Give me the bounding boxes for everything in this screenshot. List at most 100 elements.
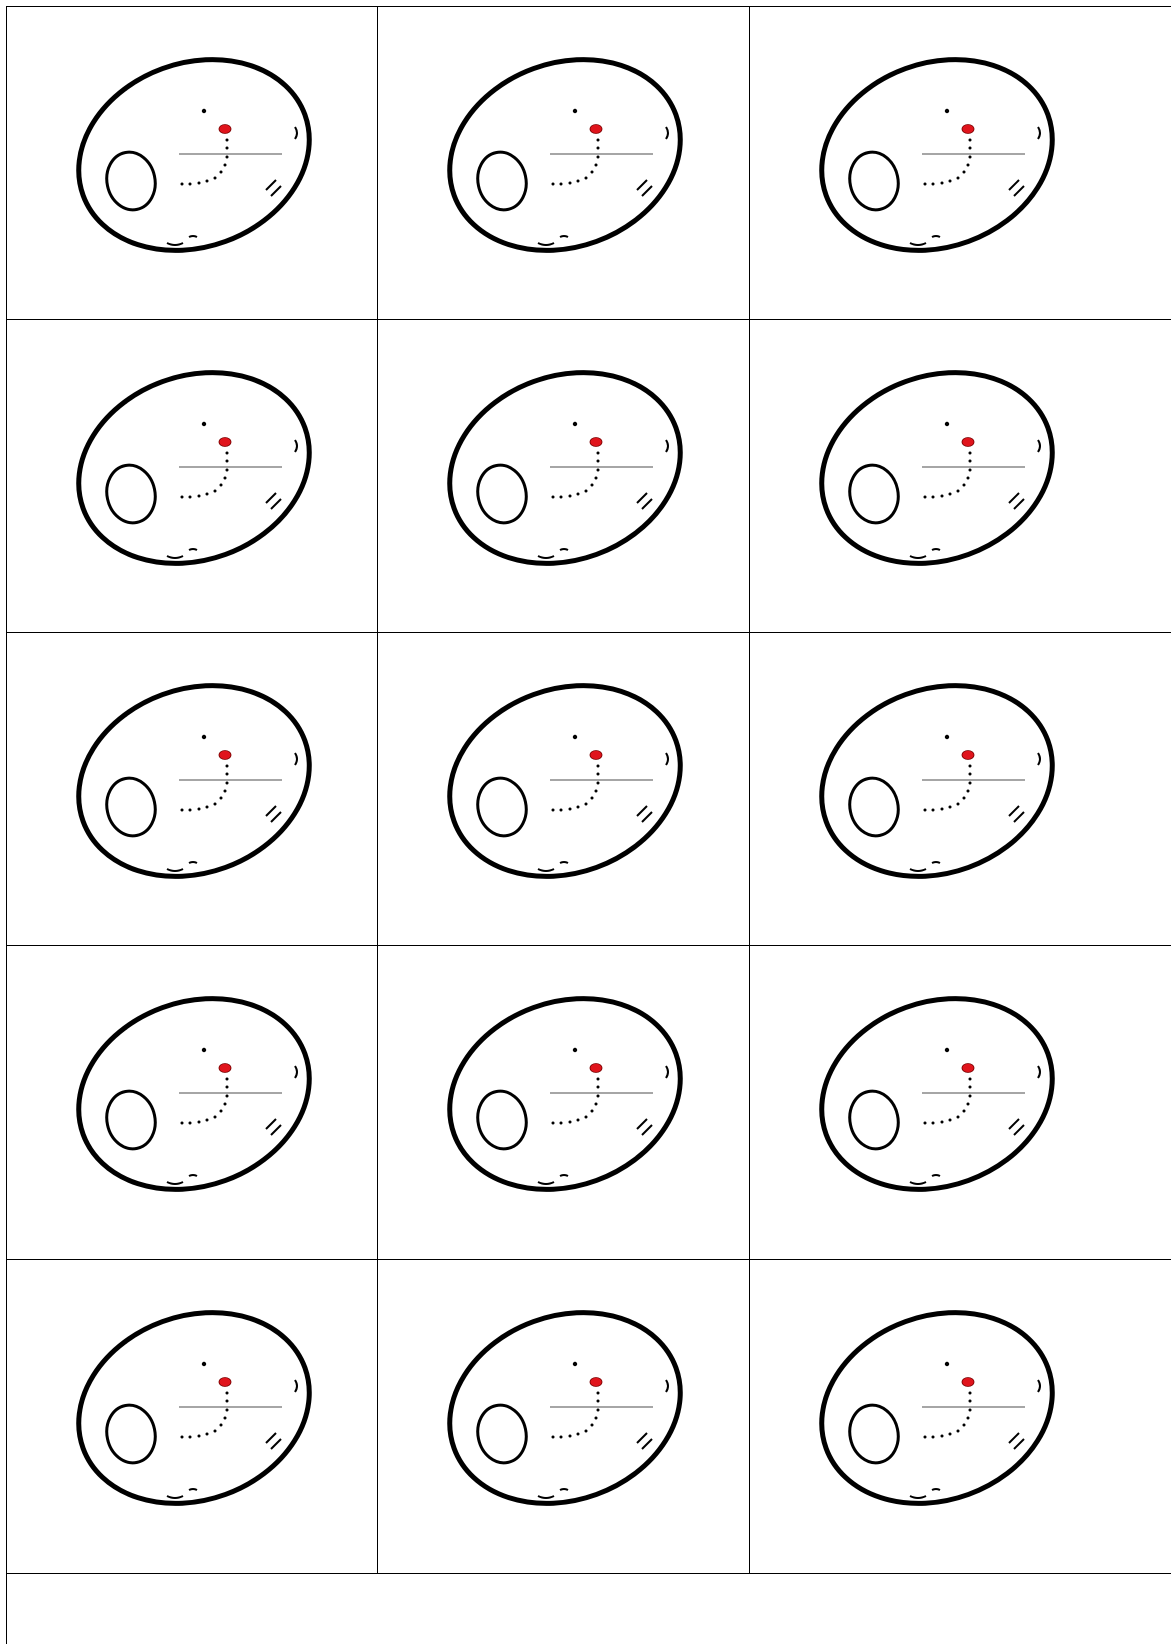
shine-mark-right — [266, 806, 281, 822]
grid-cell — [378, 1260, 750, 1574]
grid-cell — [378, 946, 750, 1260]
egg-shell-outline — [812, 986, 1062, 1202]
red-accent-dot — [219, 1064, 231, 1073]
shine-mark-bottom — [910, 549, 940, 558]
red-accent-dot — [962, 1064, 974, 1073]
egg-yolk-outline — [101, 148, 160, 215]
shine-mark-top — [1038, 753, 1040, 765]
shine-mark-top — [1038, 440, 1040, 452]
small-dot — [202, 1048, 206, 1052]
egg-yolk-outline — [101, 774, 160, 841]
small-dot — [573, 1048, 577, 1052]
shine-mark-top — [666, 1380, 668, 1392]
dotted-arc — [552, 1078, 600, 1125]
egg-yolk-outline — [844, 1087, 903, 1154]
small-dot — [945, 735, 949, 739]
dotted-arc — [924, 452, 972, 499]
dotted-arc — [552, 1392, 600, 1439]
dotted-arc — [181, 1392, 229, 1439]
small-dot — [202, 422, 206, 426]
red-accent-dot — [219, 438, 231, 447]
egg-shell-outline — [812, 47, 1062, 263]
egg-yolk-outline — [472, 1087, 531, 1154]
shine-mark-right — [637, 493, 652, 509]
egg-shell-outline — [812, 673, 1062, 889]
egg-shell-outline — [812, 360, 1062, 576]
grid-cell — [378, 320, 750, 633]
red-accent-dot — [590, 1064, 602, 1073]
shine-mark-bottom — [167, 1489, 197, 1498]
red-accent-dot — [219, 751, 231, 760]
small-dot — [945, 1048, 949, 1052]
small-dot — [573, 422, 577, 426]
egg-shell-outline — [440, 47, 690, 263]
dotted-arc — [181, 1078, 229, 1125]
dotted-arc — [181, 139, 229, 186]
red-accent-dot — [590, 1378, 602, 1387]
shine-mark-right — [637, 806, 652, 822]
grid-cell — [7, 7, 378, 320]
egg-shell-outline — [440, 1300, 690, 1516]
shine-mark-bottom — [910, 1175, 940, 1184]
egg-shell-outline — [69, 1300, 319, 1516]
shine-mark-bottom — [167, 862, 197, 871]
shine-mark-bottom — [538, 1489, 568, 1498]
shine-mark-bottom — [167, 236, 197, 245]
grid-cell — [378, 7, 750, 320]
shine-mark-right — [637, 1433, 652, 1449]
red-accent-dot — [962, 438, 974, 447]
shine-mark-top — [295, 1066, 297, 1078]
shine-mark-bottom — [910, 236, 940, 245]
dotted-arc — [924, 1078, 972, 1125]
shine-mark-bottom — [538, 236, 568, 245]
egg-yolk-outline — [472, 1401, 531, 1468]
red-accent-dot — [590, 125, 602, 134]
egg-yolk-outline — [101, 461, 160, 528]
shine-mark-right — [1009, 1433, 1024, 1449]
shine-mark-right — [266, 1119, 281, 1135]
egg-yolk-outline — [472, 148, 531, 215]
shine-mark-right — [1009, 806, 1024, 822]
egg-shell-outline — [69, 673, 319, 889]
shine-mark-top — [1038, 1380, 1040, 1392]
grid-cell — [750, 1260, 1171, 1574]
grid-cell — [7, 633, 378, 946]
shine-mark-top — [1038, 127, 1040, 139]
shine-mark-top — [666, 440, 668, 452]
red-accent-dot — [962, 1378, 974, 1387]
shine-mark-top — [666, 127, 668, 139]
grid-cell — [750, 7, 1171, 320]
shine-mark-bottom — [538, 1175, 568, 1184]
shine-mark-bottom — [910, 862, 940, 871]
shine-mark-right — [1009, 180, 1024, 196]
egg-shell-outline — [440, 986, 690, 1202]
small-dot — [573, 109, 577, 113]
egg-yolk-outline — [844, 461, 903, 528]
egg-yolk-outline — [472, 461, 531, 528]
shine-mark-top — [1038, 1066, 1040, 1078]
shine-mark-bottom — [167, 1175, 197, 1184]
small-dot — [945, 422, 949, 426]
shine-mark-right — [637, 180, 652, 196]
shine-mark-top — [295, 440, 297, 452]
red-accent-dot — [219, 125, 231, 134]
shine-mark-right — [637, 1119, 652, 1135]
egg-shell-outline — [440, 673, 690, 889]
egg-yolk-outline — [844, 148, 903, 215]
grid-cell — [750, 946, 1171, 1260]
small-dot — [202, 109, 206, 113]
shine-mark-top — [666, 1066, 668, 1078]
grid-cell — [7, 320, 378, 633]
small-dot — [573, 1362, 577, 1366]
dotted-arc — [924, 139, 972, 186]
shine-mark-right — [1009, 1119, 1024, 1135]
shine-mark-bottom — [910, 1489, 940, 1498]
egg-shell-outline — [69, 47, 319, 263]
egg-yolk-outline — [101, 1401, 160, 1468]
dotted-arc — [181, 452, 229, 499]
grid-cell — [378, 633, 750, 946]
shine-mark-bottom — [538, 862, 568, 871]
shine-mark-right — [266, 493, 281, 509]
grid-cell — [7, 946, 378, 1260]
small-dot — [945, 1362, 949, 1366]
